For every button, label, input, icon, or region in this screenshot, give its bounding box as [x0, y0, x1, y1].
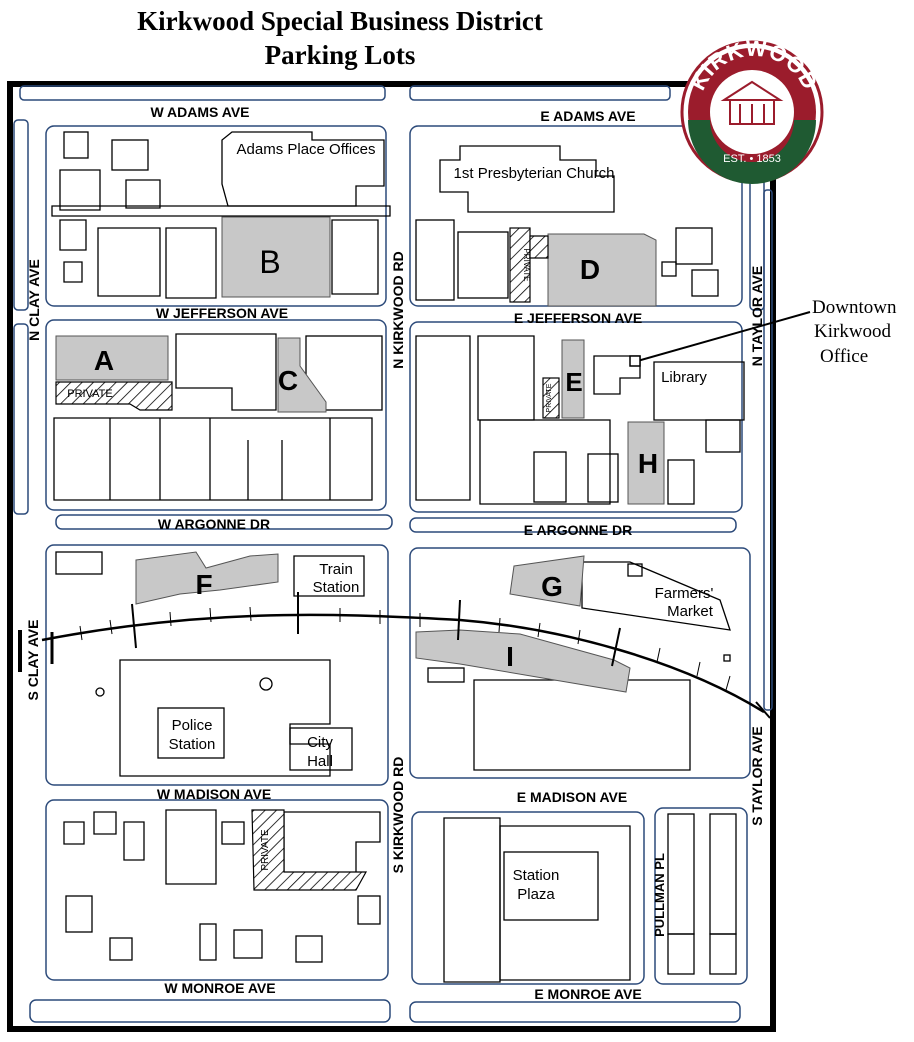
lot-i-shape [415, 629, 631, 693]
label-library: Library [661, 369, 707, 386]
callout-line-1: Downtown [812, 297, 897, 318]
logo-est: EST. • 1853 [723, 153, 781, 165]
map-subtitle: Parking Lots [264, 40, 416, 70]
block-nw2 [45, 319, 387, 511]
lot-d-shape [547, 233, 657, 307]
lot-h-label: H [638, 448, 658, 479]
label-farmers-2: Market [667, 603, 714, 620]
street-s-clay: S CLAY AVE [25, 620, 41, 701]
lot-b-shape [221, 216, 331, 298]
street-n-taylor: N TAYLOR AVE [749, 266, 765, 366]
lot-c-shape [277, 337, 327, 413]
street-n-clay: N CLAY AVE [26, 259, 42, 341]
street-e-jefferson: E JEFFERSON AVE [514, 310, 642, 326]
label-train-station-1: Train [319, 561, 353, 578]
street-s-kirkwood: S KIRKWOOD RD [390, 757, 406, 874]
street-e-monroe: E MONROE AVE [534, 986, 641, 1002]
private-label-sw: PRIVATE [260, 829, 271, 871]
street-e-adams: E ADAMS AVE [540, 108, 635, 124]
block-sw1 [45, 544, 389, 786]
label-station-plaza-2: Plaza [517, 886, 555, 903]
map-frame [7, 81, 776, 1032]
label-police-2: Station [169, 736, 216, 753]
label-church: 1st Presbyterian Church [454, 165, 615, 182]
street-pullman: PULLMAN PL [652, 853, 667, 937]
label-city-hall-2: Hall [307, 753, 333, 770]
callout-line-3: Office [820, 346, 869, 367]
label-city-hall-1: City [307, 734, 333, 751]
street-w-madison: W MADISON AVE [157, 786, 271, 802]
block-sw2 [45, 799, 389, 981]
lot-a-label: A [94, 345, 114, 376]
parking-lots [55, 216, 665, 693]
private-label-a: PRIVATE [67, 388, 112, 400]
lot-h-shape [627, 421, 665, 505]
lot-c-label: C [278, 365, 298, 396]
callout-leader-line [633, 311, 811, 363]
lot-f-label: F [195, 569, 212, 600]
map-title: Kirkwood Special Business District [137, 6, 543, 36]
lot-i-label: I [506, 641, 514, 672]
street-w-monroe: W MONROE AVE [164, 980, 275, 996]
label-police-1: Police [172, 717, 213, 734]
label-train-station-2: Station [313, 579, 360, 596]
label-station-plaza-1: Station [513, 867, 560, 884]
block-se2 [411, 811, 645, 985]
label-farmers-1: Farmers' [655, 585, 714, 602]
downtown-office-marker [629, 355, 641, 367]
kirkwood-logo: KIRKWOOD EST. • 1853 [680, 36, 824, 184]
private-label-d: PRIVATE [522, 248, 531, 281]
railroad-ties [79, 606, 731, 691]
lot-b-label: B [259, 244, 280, 280]
railroad [18, 592, 771, 719]
lot-a-shape [55, 335, 169, 381]
lot-g-shape [509, 555, 585, 607]
block-ne2 [409, 321, 743, 513]
block-se1 [409, 547, 751, 779]
lot-g-label: G [541, 571, 563, 602]
lot-d-label: D [580, 254, 600, 285]
street-w-jefferson: W JEFFERSON AVE [156, 305, 288, 321]
street-w-adams: W ADAMS AVE [150, 104, 249, 120]
street-n-kirkwood: N KIRKWOOD RD [390, 251, 406, 368]
lot-e-shape [561, 339, 585, 419]
callout-line-2: Kirkwood [814, 321, 892, 342]
label-adams-place: Adams Place Offices [237, 141, 376, 158]
street-s-taylor: S TAYLOR AVE [749, 726, 765, 826]
lot-f-shape [135, 551, 279, 605]
lot-e-label: E [565, 367, 582, 397]
buildings [51, 131, 745, 983]
street-e-madison: E MADISON AVE [517, 789, 627, 805]
private-areas [55, 227, 560, 891]
street-e-argonne: E ARGONNE DR [524, 522, 632, 538]
street-w-argonne: W ARGONNE DR [158, 516, 270, 532]
private-label-e: PRIVATE [546, 383, 553, 412]
